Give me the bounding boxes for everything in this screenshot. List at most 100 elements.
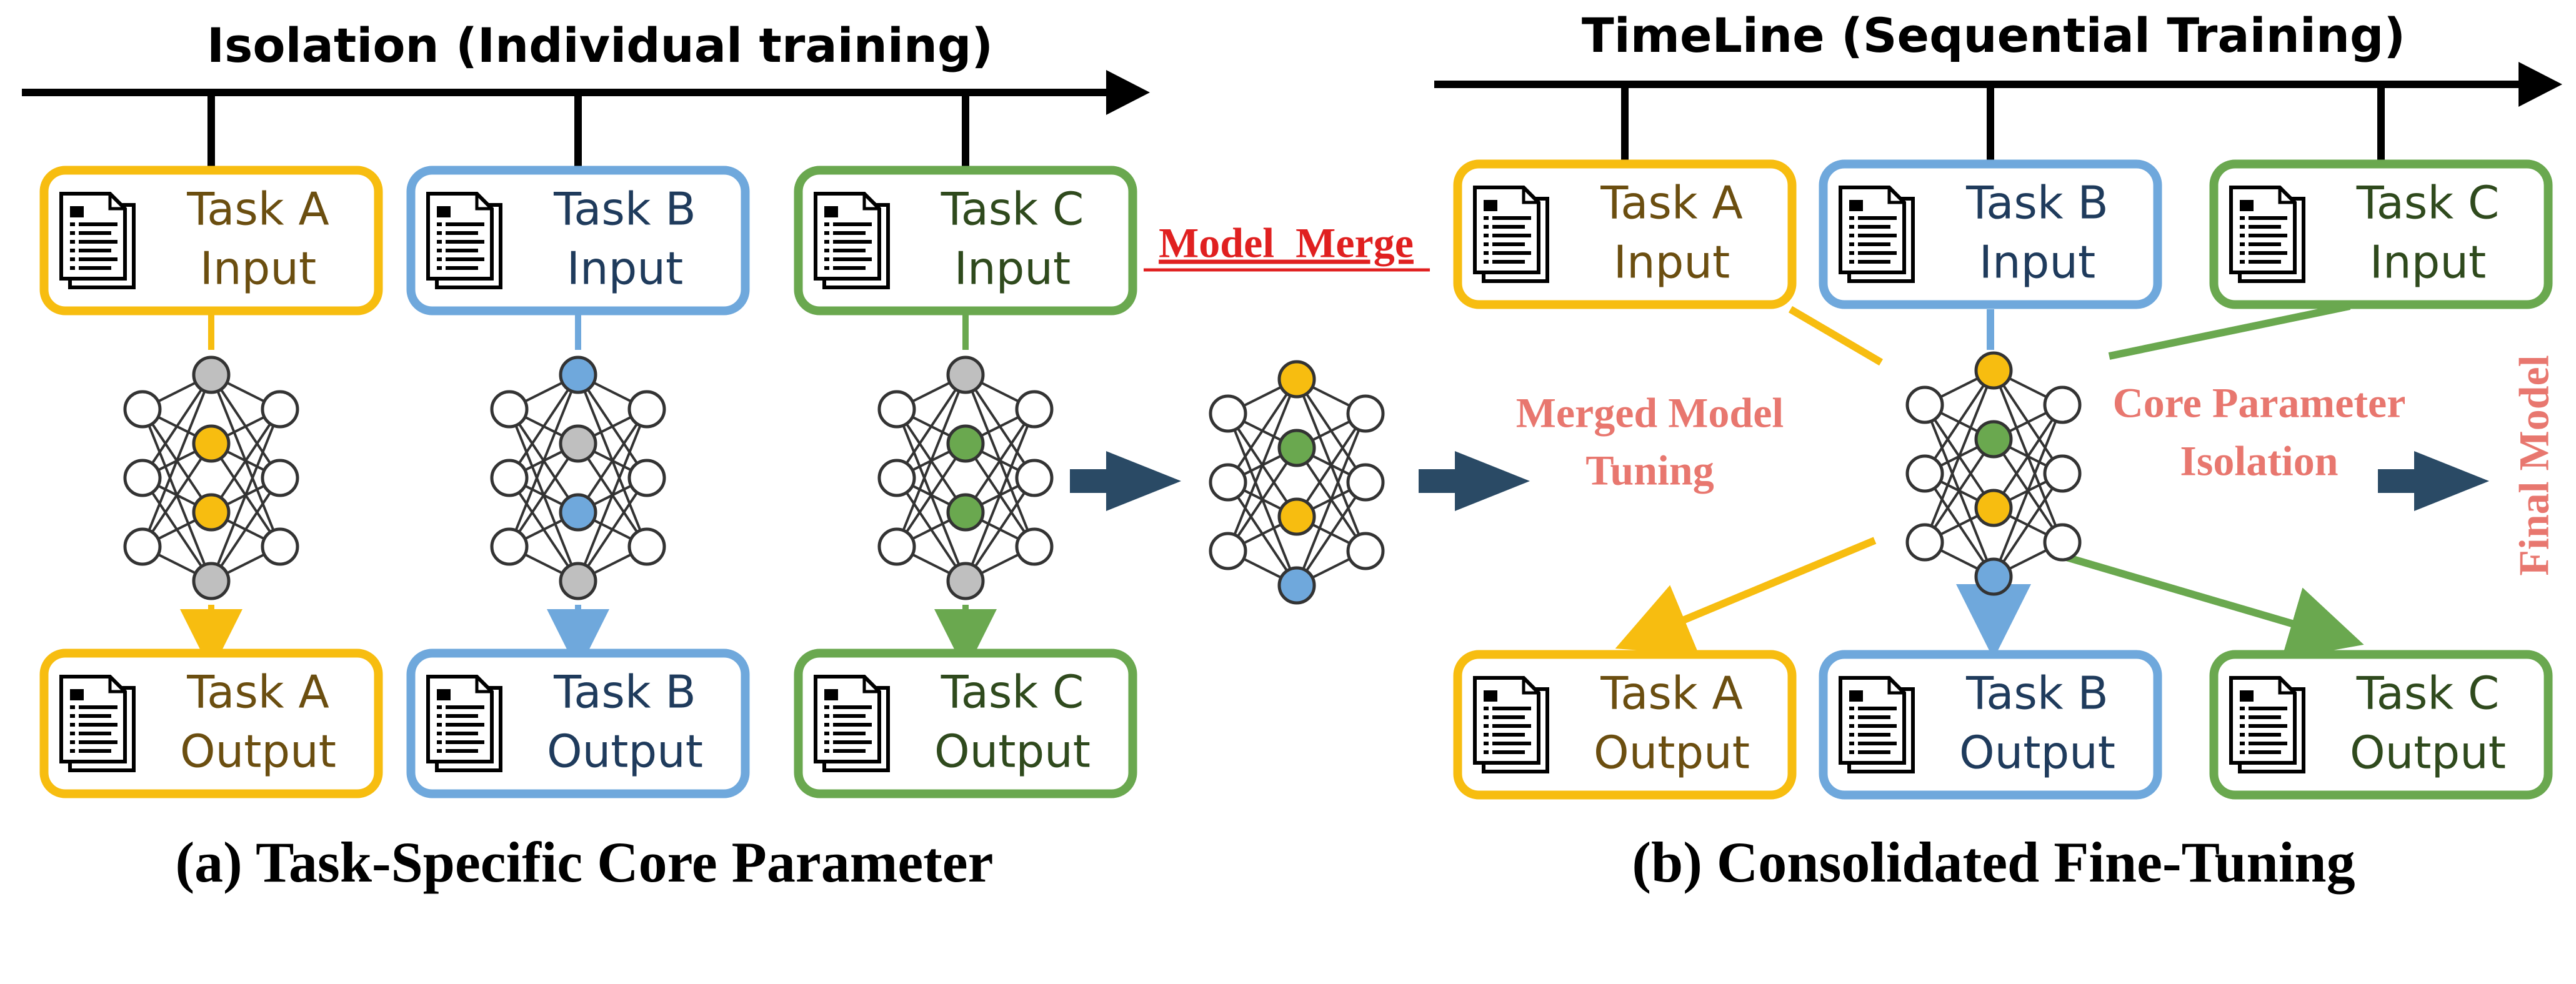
network-node xyxy=(946,562,985,600)
left-task-b-input-box-subtitle: Input xyxy=(567,242,683,295)
network-node xyxy=(1209,394,1247,433)
left-task-c-output-box: Task C Output xyxy=(794,649,1137,798)
left-task-a-output-box: Task A Output xyxy=(39,649,383,798)
left-timeline-title: Isolation (Individual training) xyxy=(207,17,993,73)
left-task-c-output-box-subtitle: Output xyxy=(934,725,1091,778)
network-node xyxy=(192,355,231,394)
network-node xyxy=(1209,463,1247,502)
network-node xyxy=(1015,390,1054,429)
network-merged xyxy=(1209,360,1385,605)
network-node xyxy=(1974,557,2013,596)
right-task-c-input-box-subtitle: Input xyxy=(2370,236,2486,289)
network-node xyxy=(1974,489,2013,527)
right-timeline xyxy=(1434,62,2562,164)
document-icon xyxy=(1839,676,1915,773)
right-task-a-input-box: Task A Input xyxy=(1453,159,1797,309)
network-node xyxy=(1905,454,1944,493)
network-node xyxy=(123,527,162,566)
network-node xyxy=(1277,360,1316,399)
network-node xyxy=(627,459,666,497)
right-timeline-title: TimeLine (Sequential Training) xyxy=(1582,7,2405,63)
left-timeline xyxy=(22,70,1150,170)
left-task-b-input-box-title: Task B xyxy=(553,183,696,236)
network-node xyxy=(946,493,985,532)
arrow-left-to-merge xyxy=(1070,451,1181,511)
document-icon xyxy=(2229,186,2305,283)
network-node xyxy=(877,527,916,566)
left-task-a-output-box-subtitle: Output xyxy=(180,725,336,778)
network-node xyxy=(192,424,231,463)
network-node xyxy=(1974,420,2013,459)
network-node xyxy=(559,424,597,463)
document-icon xyxy=(59,192,136,289)
right-task-a-output-box-subtitle: Output xyxy=(1594,727,1750,779)
network-node xyxy=(2043,454,2082,493)
network-node xyxy=(946,424,985,463)
model-merge-label: Model Merge xyxy=(1159,219,1414,267)
right-task-b-output-box-subtitle: Output xyxy=(1959,727,2115,779)
arrow-merge-to-right xyxy=(1419,451,1530,511)
document-icon xyxy=(1473,676,1549,773)
left-caption: (a) Task-Specific Core Parameter xyxy=(176,830,994,894)
network-node xyxy=(1277,497,1316,536)
right-task-c-input-box: Task C Input xyxy=(2209,159,2553,309)
network-node xyxy=(261,390,299,429)
right-task-b-output-box: Task B Output xyxy=(1819,650,2162,800)
network-node xyxy=(1905,523,1944,562)
right-task-c-input-box-title: Task C xyxy=(2356,177,2500,229)
document-icon xyxy=(426,675,502,772)
left-task-a-output-box-title: Task A xyxy=(186,666,329,718)
left-task-a-input-box-title: Task A xyxy=(186,183,329,236)
network-task-b xyxy=(490,355,666,600)
left-task-c-output-box-title: Task C xyxy=(941,666,1084,718)
arrow-to-final-model xyxy=(2378,451,2489,511)
network-node xyxy=(261,527,299,566)
network-node xyxy=(1346,394,1385,433)
right-task-c-output-box-subtitle: Output xyxy=(2350,727,2506,779)
network-node xyxy=(2043,523,2082,562)
network-node xyxy=(877,390,916,429)
network-node xyxy=(559,493,597,532)
document-icon xyxy=(814,192,890,289)
network-node xyxy=(192,562,231,600)
right-task-b-input-box: Task B Input xyxy=(1819,159,2162,309)
network-node xyxy=(1346,463,1385,502)
network-node xyxy=(1277,566,1316,605)
network-node xyxy=(627,390,666,429)
right-task-b-input-box-subtitle: Input xyxy=(1979,236,2095,289)
network-node xyxy=(261,459,299,497)
network-node xyxy=(1346,532,1385,570)
document-icon xyxy=(814,675,890,772)
right-task-a-input-box-subtitle: Input xyxy=(1614,236,1730,289)
network-node xyxy=(1015,527,1054,566)
left-task-b-input-box: Task B Input xyxy=(406,166,750,316)
left-task-c-input-box-subtitle: Input xyxy=(954,242,1071,295)
core-isolation-line1: Core Parameter xyxy=(2113,379,2406,427)
network-node xyxy=(490,527,529,566)
network-node xyxy=(490,390,529,429)
right-task-b-input-box-title: Task B xyxy=(1965,177,2109,229)
right-task-b-output-box-title: Task B xyxy=(1965,667,2109,720)
document-icon xyxy=(1839,186,1915,283)
right-task-a-input-box-title: Task A xyxy=(1600,177,1743,229)
document-icon xyxy=(426,192,502,289)
network-node xyxy=(627,527,666,566)
network-task-c xyxy=(877,355,1054,600)
document-icon xyxy=(59,675,136,772)
network-node xyxy=(877,459,916,497)
network-node xyxy=(1974,351,2013,390)
network-node xyxy=(1277,429,1316,467)
network-node xyxy=(123,459,162,497)
network-node xyxy=(2043,385,2082,424)
document-icon xyxy=(2229,676,2305,773)
network-node xyxy=(490,459,529,497)
network-node xyxy=(946,355,985,394)
right-caption: (b) Consolidated Fine-Tuning xyxy=(1632,830,2355,894)
left-task-b-output-box-subtitle: Output xyxy=(547,725,703,778)
network-final xyxy=(1905,351,2082,596)
